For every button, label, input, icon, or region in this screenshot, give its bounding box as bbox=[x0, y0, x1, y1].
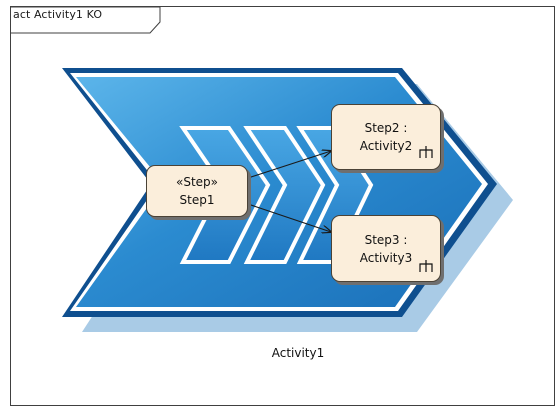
node-type: Activity2 bbox=[359, 139, 413, 153]
inner-chevron-2 bbox=[243, 126, 326, 264]
node-type: Activity3 bbox=[359, 250, 413, 265]
node-name: Step3 : bbox=[364, 232, 408, 247]
rake-icon bbox=[419, 146, 433, 158]
action-node-step2[interactable]: Step2 : Activity2 bbox=[331, 104, 441, 170]
rake-icon bbox=[419, 260, 433, 272]
action-node-step3[interactable]: Step3 : Activity3 bbox=[331, 215, 441, 282]
edge-step1-to-step3[interactable] bbox=[247, 203, 331, 232]
frame-label: act Activity1 KO bbox=[13, 8, 103, 21]
edge-step1-to-step2[interactable] bbox=[247, 151, 331, 179]
activity-name-label: Activity1 bbox=[271, 346, 325, 360]
node-name: Step1 bbox=[179, 193, 215, 207]
action-node-step1[interactable]: «Step» Step1 bbox=[146, 165, 248, 217]
node-stereotype: «Step» bbox=[175, 175, 218, 189]
node-name: Step2 : bbox=[364, 121, 408, 135]
frame-label-tab bbox=[11, 6, 161, 34]
